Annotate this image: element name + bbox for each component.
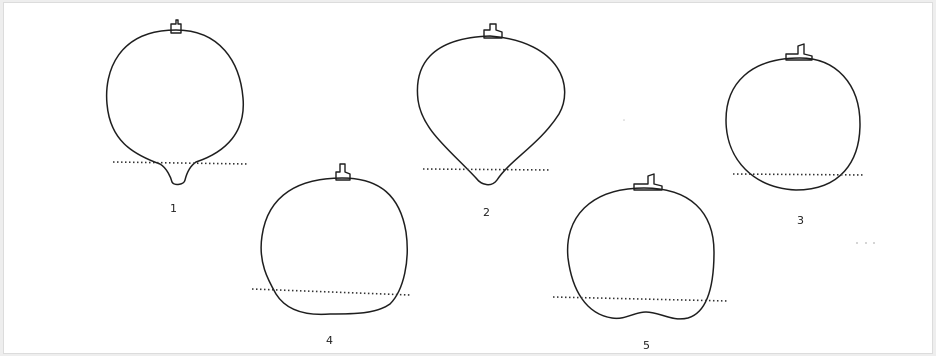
shape-label-4: 4 [326,334,333,347]
stem-icon [633,173,663,191]
apple-outline-4 [251,163,411,316]
apple-outline-2 [416,23,566,186]
reference-line-1 [112,161,249,165]
apple-outline-1 [105,19,249,186]
apple-outline-5 [552,173,729,320]
apple-outline-3 [725,43,866,191]
shape-label-1: 1 [170,202,177,215]
reference-line-2 [422,168,552,171]
shape-label-2: 2 [483,206,490,219]
shape-label-5: 5 [643,339,650,352]
stem-icon [335,163,351,181]
stem-icon [483,23,503,39]
shape-label-3: 3 [797,214,804,227]
figure-canvas [4,3,932,353]
stem-icon [785,43,813,61]
stem-icon [170,19,182,34]
reference-line-5 [552,296,729,302]
